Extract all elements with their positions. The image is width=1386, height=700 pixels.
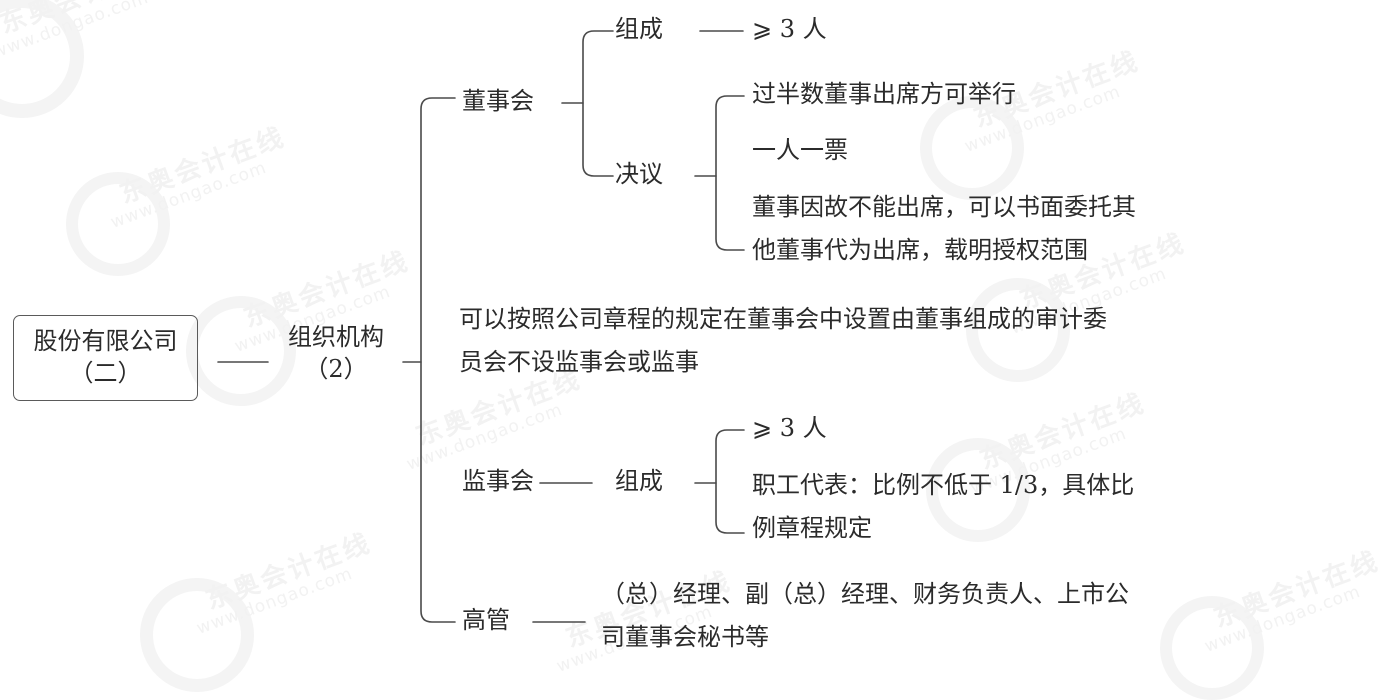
item-resolution-quorum: 过半数董事出席方可举行 <box>752 80 1016 108</box>
node-organization-structure-line1: 组织机构 <box>288 323 384 351</box>
node-senior-management[interactable]: 高管 <box>462 606 510 634</box>
text-audit-committee: 可以按照公司章程的规定在董事会中设置由董事组成的审计委 员会不设监事会或监事 <box>459 305 1107 376</box>
item-resolution-one-vote: 一人一票 <box>752 136 848 164</box>
watermark-brand-cn: 东奥会计在线 <box>976 388 1150 476</box>
watermark-ring <box>0 0 84 118</box>
watermark-ring <box>66 172 170 276</box>
watermark-brand-cn: 东奥会计在线 <box>1210 546 1384 634</box>
root-node[interactable]: 股份有限公司 （二） <box>13 315 198 401</box>
watermark-ring <box>140 578 254 692</box>
node-board-composition[interactable]: 组成 <box>615 15 663 43</box>
text-senior-management: （总）经理、副（总）经理、财务负责人、上市公 司董事会秘书等 <box>601 580 1129 651</box>
bracket-main <box>420 97 456 623</box>
bracket-supervisory <box>715 429 745 534</box>
node-organization-structure[interactable]: 组织机构 （2） <box>275 322 397 386</box>
bracket-resolution <box>715 95 745 251</box>
root-node-line1: 股份有限公司 <box>33 327 178 356</box>
root-node-line2: （二） <box>69 359 142 387</box>
item-supervisory-min-members: ⩾ 3 人 <box>752 414 827 442</box>
watermark-brand-cn: 东奥会计在线 <box>0 0 170 41</box>
watermark-brand-url: www.dongao.com <box>194 563 356 639</box>
watermark-brand-url: www.dongao.com <box>108 157 270 233</box>
value-board-composition: ⩾ 3 人 <box>752 15 827 43</box>
watermark-brand-url: www.dongao.com <box>0 0 152 63</box>
watermark-brand-cn: 东奥会计在线 <box>116 122 290 210</box>
bracket-board <box>582 30 614 177</box>
node-organization-structure-line2: （2） <box>304 354 368 383</box>
watermark-brand-url: www.dongao.com <box>404 399 566 475</box>
watermark-ring <box>920 96 1024 200</box>
watermark-brand-cn: 东奥会计在线 <box>202 528 376 616</box>
node-board-resolution[interactable]: 决议 <box>615 160 663 188</box>
item-supervisory-employee-reps: 职工代表：比例不低于 1/3，具体比 例章程规定 <box>752 471 1135 542</box>
node-supervisory-composition[interactable]: 组成 <box>615 467 663 495</box>
item-resolution-proxy: 董事因故不能出席，可以书面委托其 他董事代为出席，载明授权范围 <box>752 193 1136 264</box>
node-supervisory-board[interactable]: 监事会 <box>462 467 534 495</box>
node-board-of-directors[interactable]: 董事会 <box>462 87 534 115</box>
watermark-brand-cn: 东奥会计在线 <box>240 246 414 334</box>
